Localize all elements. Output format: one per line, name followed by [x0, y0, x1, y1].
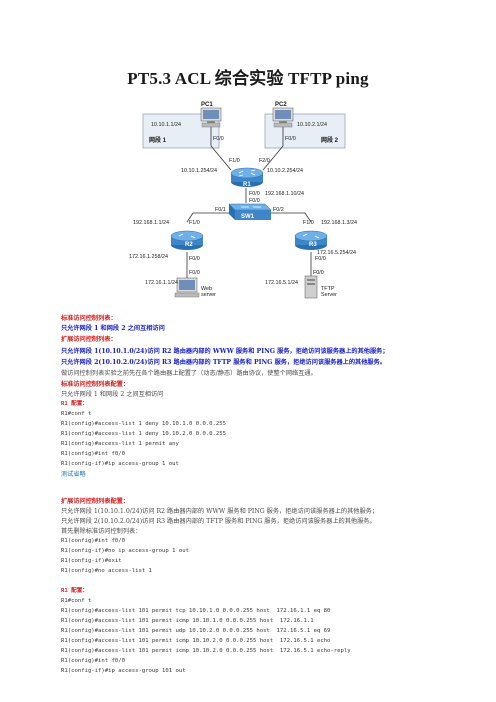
r1-f10-ip: 10.10.1.254/24 — [181, 168, 217, 174]
cmd-line: R1#conf t — [61, 411, 92, 417]
topology-links — [186, 127, 312, 278]
tftp-port: F0/0 — [313, 270, 324, 276]
r2-lan-ip: 172.16.1.258/24 — [129, 254, 168, 260]
r3-lan-ip: 172.16.5.254/24 — [317, 250, 356, 256]
extended-config-desc-2: 只允许网段 2(10.10.2.0/24)访问 R3 路由器内部的 TFTP 服… — [61, 518, 376, 525]
pc1-icon — [200, 107, 222, 128]
router-r3-icon — [294, 230, 328, 250]
r3-lan-port: F0/0 — [315, 256, 326, 262]
r2-label: R2 — [185, 242, 193, 248]
pc2-label: PC2 — [275, 102, 287, 108]
cmd-line: R1(config)#access-list 1 deny 10.10.1.0 … — [61, 421, 227, 427]
web-label-2: server — [201, 292, 216, 298]
routing-note: 做访问控制列表实验之前先在各个路由器上配置了（动态/静态）路由协议，使整个网络互… — [61, 370, 317, 377]
r2-ip: 192.168.1.1/24 — [133, 220, 169, 226]
r1-port-f20: F2/0 — [259, 158, 270, 164]
r2-port-f10: F1/0 — [189, 220, 200, 226]
router-r1-icon — [230, 167, 264, 187]
cmd-line: R1(config-if)#ip access-group 1 out — [61, 461, 179, 467]
cmd-line: R1(config-if)#ip access-group 101 out — [61, 668, 186, 674]
heading-standard-acl-config: 标准访问控制列表配置： — [61, 381, 130, 388]
delete-standard-acl-note: 首先删除标准访问控制列表： — [61, 528, 142, 535]
pc1-port: F0/0 — [213, 136, 224, 142]
cmd-line: R1(config)#int f0/0 — [61, 658, 125, 664]
network-topology-diagram: PC1 PC2 10.10.1.1/24 10.10.2.1/24 网段 1 网… — [129, 102, 357, 299]
extended-config-desc-1: 只允许网段 1(10.10.1.0/24)访问 R2 路由器内部的 WWW 服务… — [61, 508, 379, 515]
cmd-line: R1(config)#access-list 101 permit icmp 1… — [61, 638, 331, 644]
cmd-line: R1(config-if)#exit — [61, 558, 122, 564]
sw-port-f01: F0/1 — [215, 207, 226, 213]
r1-config-heading-2: R1 配置： — [61, 588, 88, 594]
r1-port-f10: F1/0 — [229, 158, 240, 164]
tftp-label-1: TFTP — [321, 286, 335, 292]
r3-port-f10: F1/0 — [303, 220, 314, 226]
sw-port-f00: F0/0 — [249, 198, 260, 204]
cmd-line: R1(config-if)#no ip access-group 1 out — [61, 548, 189, 554]
network-2-label: 网段 2 — [321, 136, 339, 144]
pc1-ip: 10.10.1.1/24 — [151, 122, 181, 128]
cmd-line: R1(config)#access-list 101 permit udp 10… — [61, 628, 331, 634]
extended-acl-desc-2: 只允许网段 2(10.10.2.0/24)访问 R3 路由器内部的 TFTP 服… — [61, 359, 386, 366]
r1-port-f00: F0/0 — [249, 191, 260, 197]
web-label-1: Web — [201, 286, 212, 292]
cmd-line: R1(config)#access-list 1 deny 10.10.2.0 … — [61, 431, 227, 437]
standard-config-desc: 只允许网段 1 和网段 2 之间互相访问 — [61, 391, 164, 398]
cmd-line: R1#conf t — [61, 598, 92, 604]
heading-extended-acl-config: 扩展访问控制列表配置： — [61, 498, 130, 505]
web-ip: 172.16.1.1/24 — [145, 280, 178, 286]
web-server-icon — [174, 277, 200, 298]
r1-label: R1 — [243, 182, 251, 188]
cmd-line: R1(config)#access-list 101 permit icmp 1… — [61, 618, 314, 624]
network-1-label: 网段 1 — [149, 136, 167, 144]
r3-label: R3 — [309, 242, 317, 248]
heading-standard-acl: 标准访问控制列表： — [61, 315, 117, 322]
r1-f00-ip: 192.168.1.10/24 — [265, 191, 304, 197]
pc2-port: F0/0 — [285, 136, 296, 142]
r1-f20-ip: 10.10.2.254/24 — [267, 168, 303, 174]
router-r2-icon — [170, 230, 204, 250]
cmd-line: R1(config)#access-list 101 permit tcp 10… — [61, 608, 331, 614]
pc2-ip: 10.10.2.1/24 — [297, 122, 327, 128]
r2-lan-port: F0/0 — [189, 256, 200, 262]
switch-sw1-icon — [228, 203, 272, 220]
r1-config-heading-1: R1 配置： — [61, 401, 88, 407]
cmd-line: R1(config)#no access-list 1 — [61, 568, 152, 574]
web-port: F0/0 — [189, 270, 200, 276]
cmd-line: R1(config)#int f0/0 — [61, 451, 125, 457]
standard-acl-desc: 只允许网段 1 和网段 2 之间互相访问 — [61, 325, 165, 332]
sw-port-f02: F0/2 — [273, 207, 284, 213]
heading-extended-acl: 扩展访问控制列表： — [61, 336, 117, 343]
page-title: PT5.3 ACL 综合实验 TFTP ping — [127, 69, 369, 88]
test-omitted-note: 测试省略 — [61, 471, 86, 478]
pc2-icon — [272, 107, 294, 128]
cmd-line: R1(config)#access-list 101 permit icmp 1… — [61, 648, 351, 654]
cmd-line: R1(config)#access-list 1 permit any — [61, 441, 179, 447]
r3-ip: 192.168.1.3/24 — [321, 220, 357, 226]
cmd-line: R1(config)#int f0/0 — [61, 538, 125, 544]
extended-acl-desc-1: 只允许网段 1(10.10.1.0/24)访问 R2 路由器内部的 WWW 服务… — [61, 348, 389, 355]
pc1-label: PC1 — [201, 102, 213, 108]
sw-label: SW1 — [241, 214, 255, 220]
tftp-server-icon — [304, 275, 318, 299]
tftp-label-2: Server — [321, 292, 337, 298]
tftp-ip: 172.16.5.1/24 — [265, 280, 298, 286]
